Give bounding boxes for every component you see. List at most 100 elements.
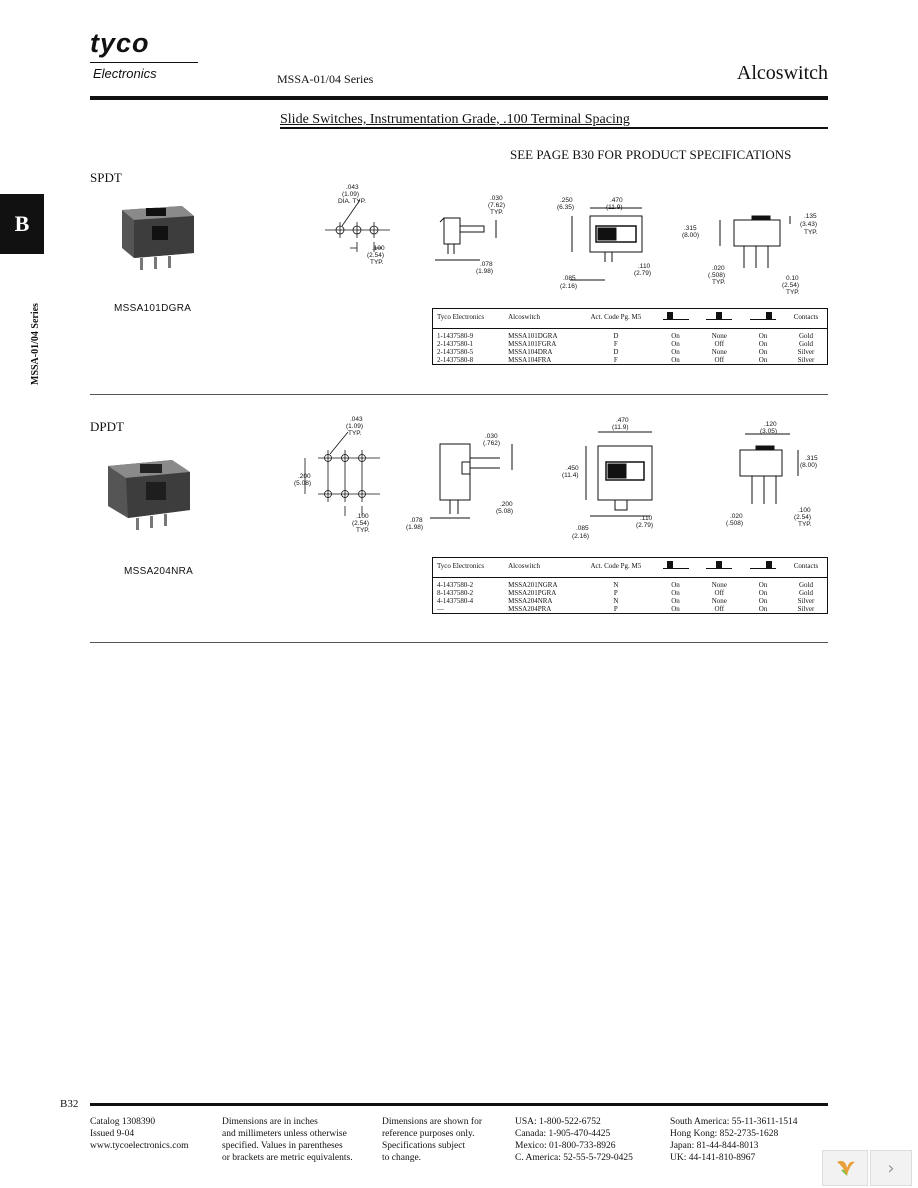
col-position-3: [741, 308, 785, 329]
page-number: B32: [60, 1098, 79, 1110]
spdt-ordering-table: Tyco Electronics Alcoswitch Act. Code Pg…: [432, 308, 828, 365]
col-position-1: [653, 308, 698, 329]
cell: Off: [714, 340, 725, 348]
dpdt-dim9-mm: (2.16): [572, 533, 589, 540]
cell: MSSA201PGRA: [508, 589, 557, 597]
cell: Silver: [797, 605, 815, 613]
dpdt-dim1-typ: TYP.: [348, 430, 362, 437]
spdt-dim1-typ: DIA. TYP.: [338, 198, 366, 205]
dpdt-dim5-mm: (5.08): [496, 508, 513, 515]
dpdt-dim7-mm: (11.9): [612, 424, 629, 431]
dpdt-dim14-mm: (2.54): [794, 514, 811, 521]
spdt-dim9-mm: (8.00): [682, 232, 699, 239]
spdt-label: SPDT: [90, 170, 122, 185]
website-link[interactable]: www.tycoelectronics.com: [90, 1141, 189, 1151]
cell: N: [613, 597, 619, 605]
section-divider: [90, 642, 828, 643]
cell: D: [613, 348, 619, 356]
cell: 1-1437580-9: [437, 332, 474, 340]
spdt-dim8: .110: [638, 263, 651, 270]
footer-phone-international: South America: 55-11-3611-1514 Hong Kong…: [670, 1117, 798, 1163]
electronics-logo-text: Electronics: [93, 66, 157, 81]
cell: 8-1437580-2: [437, 589, 474, 597]
footer-phone-americas: USA: 1-800-522-6752 Canada: 1-905-470-44…: [515, 1117, 633, 1163]
cell: On: [758, 348, 768, 356]
cell: MSSA104DRA: [508, 348, 553, 356]
spdt-dim12-mm: (2.54): [782, 282, 799, 289]
dpdt-dim13-mm: (.508): [726, 520, 743, 527]
dpdt-dim4: .030: [485, 433, 498, 440]
cell: Silver: [797, 348, 815, 356]
cell: None: [711, 332, 727, 340]
series-title: MSSA-01/04 Series: [277, 72, 374, 86]
tyco-logo: tyco: [90, 28, 150, 58]
col-position-1: [653, 557, 698, 578]
dpdt-dim1-mm: (1.09): [346, 423, 363, 430]
col-position-2: [697, 308, 742, 329]
cell: P: [613, 589, 618, 597]
dpdt-dim10: .110: [640, 515, 653, 522]
col-position-3: [741, 557, 785, 578]
cell: On: [671, 589, 680, 597]
switch-position-1-icon: [662, 312, 689, 320]
dpdt-dim4-mm: (.762): [483, 440, 500, 447]
spdt-dim2: .100: [372, 245, 385, 252]
dpdt-dim9: .085: [576, 525, 589, 532]
dpdt-dim1: .043: [350, 416, 363, 423]
footer-dimensions-note: Dimensions are in inches and millimeters…: [222, 1117, 353, 1163]
spdt-dim6: .470: [610, 197, 623, 204]
cell: 2-1437580-8: [437, 356, 474, 364]
spdt-dim9: .315: [684, 225, 697, 232]
dpdt-dim6-mm: (1.98): [406, 524, 423, 531]
col-alcoswitch: Alcoswitch: [504, 557, 579, 578]
chevron-right-icon: ›: [887, 1157, 895, 1179]
spdt-dim4-mm: (1.98): [476, 268, 493, 275]
spdt-dim4: .078: [480, 261, 493, 268]
cell: Silver: [797, 356, 815, 364]
cell: On: [758, 581, 768, 589]
cell: Gold: [798, 589, 813, 597]
dpdt-dim11: .120: [764, 421, 777, 428]
cell: Gold: [798, 332, 813, 340]
next-page-button[interactable]: ›: [870, 1150, 912, 1186]
spdt-dim11-mm: (.508): [708, 272, 725, 279]
spdt-dim12: 0.10: [786, 275, 799, 282]
viewer-logo-button[interactable]: [822, 1150, 868, 1186]
spdt-dim2-mm: (2.54): [367, 252, 384, 259]
spdt-dim3-typ: TYP.: [490, 209, 504, 216]
switch-position-1-icon: [662, 561, 689, 569]
spdt-dim6-mm: (11.9): [606, 204, 623, 211]
cell: On: [671, 340, 680, 348]
dpdt-dim7: .470: [616, 417, 629, 424]
cell: Off: [714, 605, 725, 613]
footer-rule: [90, 1103, 828, 1106]
dpdt-ordering-table: Tyco Electronics Alcoswitch Act. Code Pg…: [432, 557, 828, 614]
spdt-dim1: .043: [346, 184, 359, 191]
dpdt-part-number: MSSA204NRA: [124, 566, 194, 577]
dpdt-dim12: .315: [805, 455, 818, 462]
cell: None: [711, 597, 727, 605]
footer-reference-note: Dimensions are shown for reference purpo…: [382, 1117, 482, 1163]
spdt-dim1-mm: (1.09): [342, 191, 359, 198]
cell: MSSA204NRA: [508, 597, 553, 605]
header-rule: [90, 96, 828, 100]
spdt-dim11: .020: [712, 265, 725, 272]
col-tyco: Tyco Electronics: [432, 308, 505, 329]
issue-date: Issued 9-04: [90, 1129, 135, 1139]
cell: MSSA104FRA: [508, 356, 552, 364]
dpdt-dim2: .200: [298, 473, 311, 480]
dpdt-dim3-mm: (2.54): [352, 520, 369, 527]
spdt-switch-photo: [122, 206, 194, 270]
col-act-code: Act. Code Pg. M5: [578, 557, 654, 578]
see-page-note: SEE PAGE B30 FOR PRODUCT SPECIFICATIONS: [510, 147, 792, 162]
dpdt-dim5: .200: [500, 501, 513, 508]
vertical-series-label: MSSA-01/04 Series: [30, 303, 41, 385]
col-alcoswitch: Alcoswitch: [504, 308, 579, 329]
spdt-dim5-mm: (6.35): [557, 204, 574, 211]
